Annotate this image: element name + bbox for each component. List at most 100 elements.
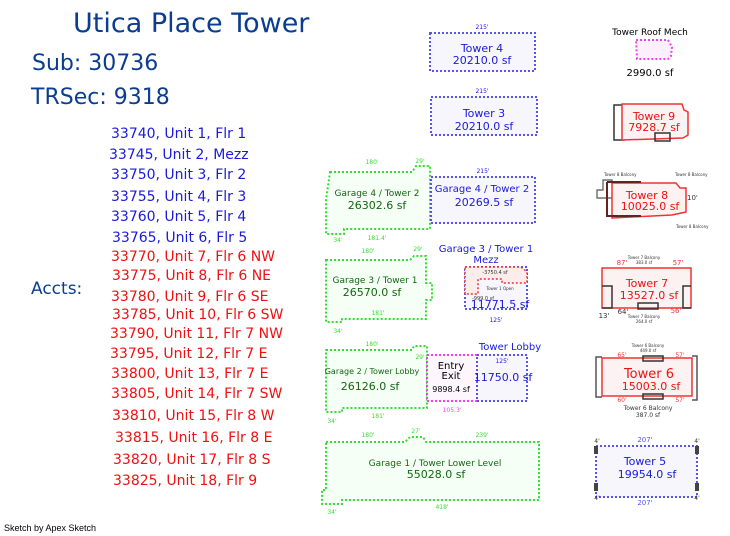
tower3-name: Tower 3 [462,107,505,120]
account-item: 33740, Unit 1, Flr 1 [111,126,247,142]
sketch-credit: Sketch by Apex Sketch [4,523,97,533]
dim-label: 13' [599,312,610,320]
tower4-area: 20210.0 sf [453,54,513,67]
tower9-name: Tower 9 [632,110,675,123]
dim-label: 207' [637,499,652,507]
sketch-tower4[interactable]: 215' Tower 4 20210.0 sf [429,24,536,72]
dim-label: 4' [694,495,700,502]
account-item: 33770, Unit 7, Flr 6 NW [111,249,276,265]
garage3-outline [325,255,433,323]
mezz-cutout [464,266,528,295]
balcony-outline [642,355,664,362]
dim-label: 180' [365,341,378,348]
dim-label: 207' [637,436,652,444]
sketch-roof-mech[interactable]: Tower Roof Mech 2990.0 sf [611,28,688,79]
balcony-marker [695,446,699,454]
lobby-outline [476,354,528,402]
balcony-marker [594,483,598,491]
dim-label: 215' [476,168,489,175]
dim-label: 60' [617,397,627,404]
account-item: 33805, Unit 14, Flr 7 SW [111,386,283,402]
dim-label: 29' [413,246,423,253]
garage4-tower2-area: 20269.5 sf [455,196,515,209]
sketch-tower6[interactable]: Tower 6 Balcony 449.0 sf Tower 6 Balcony… [595,343,698,419]
mezz-title: Garage 3 / Tower 1 [439,244,533,255]
sketch-garage2[interactable]: 180' 181' 34' 29' Garage 2 / Tower Lobby… [325,341,428,425]
garage4-name: Garage 4 / Tower 2 [335,189,420,199]
account-item: 33750, Unit 3, Flr 2 [111,167,247,183]
balcony-outline [602,285,613,309]
balcony-area: 449.0 sf [640,348,657,353]
sketch-tower5[interactable]: 207' 207' 4' 4' 4' 4' Tower 5 19954.0 sf [594,436,700,507]
sketch-garage4[interactable]: 180' 29' 181.4' 34' Garage 4 / Tower 2 2… [325,158,431,244]
tower9-outline [621,103,689,141]
tower4-outline [429,32,536,72]
balcony-marker [695,483,699,491]
garage1-name: Garage 1 / Tower Lower Level [369,459,502,469]
tower8-name: Tower 8 [625,189,668,202]
account-item: 33825, Unit 18, Flr 9 [113,473,258,489]
sketch-mezz[interactable]: Garage 3 / Tower 1 Mezz -3750.4 sf Tower… [439,244,533,324]
tower7-area: 13527.0 sf [620,289,680,302]
balcony-label: Tower 6 Balcony [623,405,673,412]
garage4-tower2-name: Garage 4 / Tower 2 [435,184,529,195]
balcony-label: Tower 7 Balcony [627,255,661,260]
dim-label: 34' [327,509,337,516]
dim-label: 27' [411,428,421,435]
sketch-tower9[interactable]: Tower 9 7928.7 sf [613,103,689,142]
roof-mech-name: Tower Roof Mech [611,28,688,38]
dim-label: 57' [673,259,684,267]
dim-label: 215' [475,88,488,95]
tower6-name: Tower 6 [623,367,674,382]
roof-mech-outline [634,39,674,60]
balcony-area: 264.0 sf [636,319,653,324]
balcony-area: 383.0 sf [636,260,653,265]
tower8-area: 10025.0 sf [621,200,681,213]
entry-label: Entry [438,361,465,372]
sketch-tower8[interactable]: Tower 8 Balcony Tower 8 Balcony Tower 8 … [596,172,709,229]
garage2-name: Garage 2 / Tower Lobby [325,367,420,376]
account-item: 33820, Unit 17, Flr 8 S [113,452,271,468]
dim-label: 180' [365,159,378,166]
balcony-label: Tower 8 Balcony [674,172,708,177]
balcony-area: 387.0 sf [636,412,661,419]
lobby-area: 11750.0 sf [474,371,534,384]
sketch-garage1[interactable]: 180' 27' 239' 418' 34' Garage 1 / Tower … [321,428,540,516]
dim-label: 125' [495,358,508,365]
garage4-tower2-outline [430,176,536,224]
dim-label: 57' [675,397,685,404]
sketch-tower3[interactable]: 215' Tower 3 20210.0 sf [430,88,538,136]
dim-label: 56' [671,307,682,315]
balcony-label: Tower 7 Balcony [627,314,661,319]
tower6-area: 15003.0 sf [622,380,682,393]
garage4-outline [325,165,431,235]
dim-label: 87' [617,259,628,267]
dim-label: 34' [333,328,343,335]
account-item: 33800, Unit 13, Flr 7 E [111,366,269,382]
tower9-area: 7928.7 sf [628,121,681,134]
sketch-garage3[interactable]: 180' 29' 181' 34' Garage 3 / Tower 1 265… [325,246,433,335]
entry-area: 9898.4 sf [432,385,470,394]
dim-label: 125' [489,317,502,324]
garage3-area: 26570.0 sf [343,286,403,299]
garage4-area: 26302.6 sf [348,199,408,212]
sketch-entry-exit[interactable]: Entry Exit 9898.4 sf 105.3' [426,354,478,414]
dim-label: 181' [371,310,384,317]
dim-label: 181.4' [368,235,387,242]
balcony-outline [692,355,698,401]
dim-label: 4' [594,495,600,502]
tower5-name: Tower 5 [623,455,666,468]
account-item: 33755, Unit 4, Flr 3 [111,189,247,205]
garage2-outline [325,345,428,413]
tower3-area: 20210.0 sf [455,120,515,133]
sketch-tower7[interactable]: Tower 7 Balcony 383.0 sf Tower 7 Balcony… [599,255,692,324]
dim-label: 29' [415,158,425,165]
tower5-area: 19954.0 sf [618,468,678,481]
balcony-label: Tower 8 Balcony [603,172,637,177]
account-item: 33745, Unit 2, Mezz [109,147,249,163]
sketch-tower-lobby[interactable]: Tower Lobby 125' 11750.0 sf [474,342,542,402]
sketch-garage4-tower2[interactable]: 215' Garage 4 / Tower 2 20269.5 sf [430,168,536,224]
mezz-area: 11771.5 sf [471,298,531,311]
balcony-outline [654,132,671,142]
tower3-outline [430,96,538,136]
